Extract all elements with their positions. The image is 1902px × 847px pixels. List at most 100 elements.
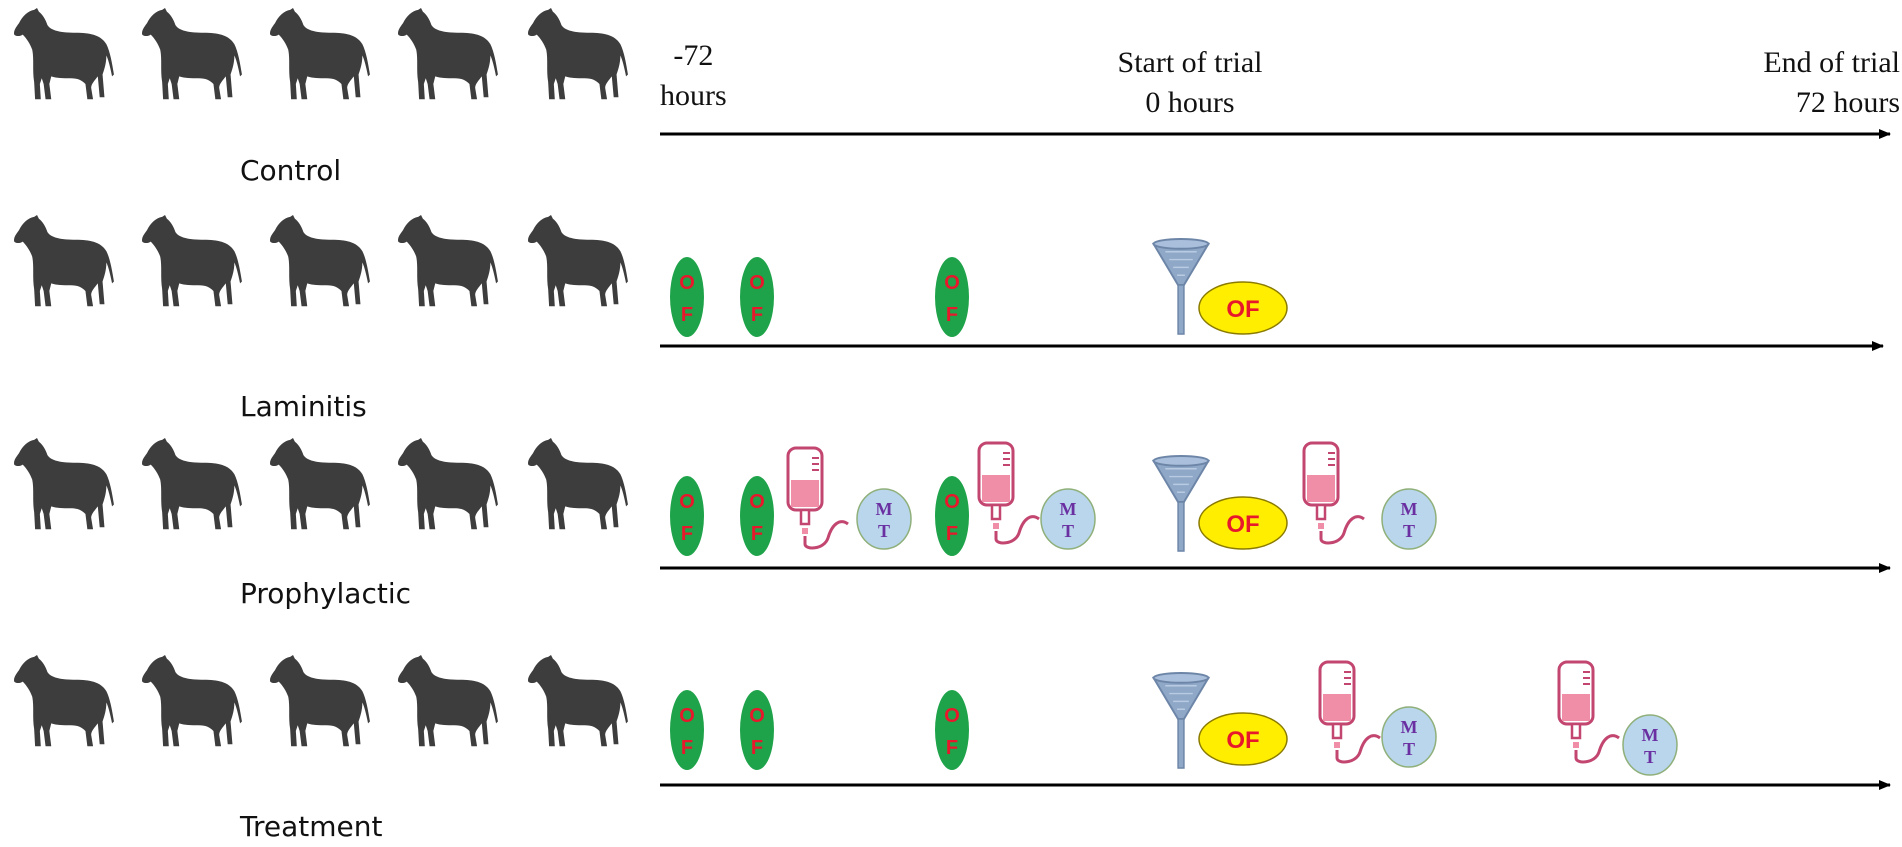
mt-letter-m: M xyxy=(1401,717,1418,737)
mt-circle xyxy=(1040,488,1096,550)
dose-label: OF xyxy=(1226,296,1259,323)
pill-icon: OF xyxy=(935,257,969,337)
pill-body xyxy=(670,690,704,770)
horse-icon xyxy=(528,655,628,747)
timeline-mid-line1: Start of trial xyxy=(1117,46,1263,79)
pill-icon: OF xyxy=(935,690,969,770)
group-label-control: Control xyxy=(240,154,342,187)
pill-body xyxy=(740,476,774,556)
pill-letter-o: O xyxy=(944,491,960,513)
horse-icon xyxy=(142,438,242,530)
pill-letter-o: O xyxy=(944,705,960,727)
pill-letter-o: O xyxy=(749,491,765,513)
horse-icon xyxy=(270,438,370,530)
pill-letter-f: F xyxy=(751,737,763,759)
mt-letter-m: M xyxy=(1642,725,1659,745)
mt-letter-t: T xyxy=(1403,739,1415,759)
horse-icon xyxy=(270,8,370,100)
iv-bag-icon xyxy=(977,441,1041,545)
pill-letter-o: O xyxy=(749,705,765,727)
horse-icon xyxy=(142,655,242,747)
mt-marker: MT xyxy=(1381,706,1437,768)
dose-label: OF xyxy=(1226,727,1259,754)
pill-body xyxy=(935,690,969,770)
timeline-start-label: -72 hours xyxy=(660,36,727,116)
pill-icon: OF xyxy=(740,257,774,337)
horse-icon xyxy=(14,438,114,530)
pill-icon: OF xyxy=(670,690,704,770)
pill-letter-f: F xyxy=(946,737,958,759)
mt-circle xyxy=(1381,488,1437,550)
mt-marker: MT xyxy=(1622,714,1678,776)
pill-icon: OF xyxy=(670,476,704,556)
mt-circle xyxy=(856,488,912,550)
horse-icon xyxy=(14,8,114,100)
horse-icon xyxy=(398,655,498,747)
pill-letter-o: O xyxy=(679,705,695,727)
horse-icon xyxy=(398,438,498,530)
dose-ellipse xyxy=(1198,712,1288,766)
pill-letter-f: F xyxy=(681,523,693,545)
pill-letter-o: O xyxy=(679,272,695,294)
funnel-icon xyxy=(1152,238,1210,336)
mt-marker: MT xyxy=(1381,488,1437,550)
pill-body xyxy=(740,257,774,337)
iv-bag-icon xyxy=(786,446,850,550)
mt-letter-m: M xyxy=(1060,499,1077,519)
pill-letter-f: F xyxy=(751,304,763,326)
pill-letter-o: O xyxy=(679,491,695,513)
mt-letter-t: T xyxy=(1403,521,1415,541)
dose-ellipse xyxy=(1198,281,1288,335)
horse-icon xyxy=(142,215,242,307)
group-label-laminitis: Laminitis xyxy=(240,390,367,423)
pill-icon: OF xyxy=(935,476,969,556)
pill-letter-f: F xyxy=(681,737,693,759)
pill-body xyxy=(740,690,774,770)
pill-body xyxy=(670,476,704,556)
horse-icon xyxy=(528,438,628,530)
mt-marker: MT xyxy=(856,488,912,550)
timeline-start-line1: -72 xyxy=(673,39,714,72)
timeline-mid-label: Start of trial 0 hours xyxy=(1080,43,1300,123)
timeline-mid-line2: 0 hours xyxy=(1145,86,1235,119)
mt-circle xyxy=(1622,714,1678,776)
mt-letter-t: T xyxy=(878,521,890,541)
funnel-icon xyxy=(1152,455,1210,553)
pill-letter-o: O xyxy=(944,272,960,294)
timeline-end-line2: 72 hours xyxy=(1795,86,1900,119)
mt-letter-t: T xyxy=(1062,521,1074,541)
oligofructose-dose: OF xyxy=(1198,712,1288,766)
horse-icon xyxy=(398,8,498,100)
funnel-icon xyxy=(1152,672,1210,770)
oligofructose-dose: OF xyxy=(1198,496,1288,550)
pill-body xyxy=(935,476,969,556)
dose-label: OF xyxy=(1226,511,1259,538)
horse-icon xyxy=(528,8,628,100)
pill-letter-o: O xyxy=(749,272,765,294)
horse-icon xyxy=(14,655,114,747)
dose-ellipse xyxy=(1198,496,1288,550)
pill-icon: OF xyxy=(740,690,774,770)
mt-letter-m: M xyxy=(1401,499,1418,519)
pill-letter-f: F xyxy=(751,523,763,545)
pill-icon: OF xyxy=(740,476,774,556)
mt-letter-m: M xyxy=(876,499,893,519)
oligofructose-dose: OF xyxy=(1198,281,1288,335)
horse-icon xyxy=(398,215,498,307)
pill-letter-f: F xyxy=(946,523,958,545)
group-label-prophylactic: Prophylactic xyxy=(240,577,411,610)
pill-body xyxy=(670,257,704,337)
mt-letter-t: T xyxy=(1644,747,1656,767)
horse-icon xyxy=(14,215,114,307)
iv-bag-icon xyxy=(1318,660,1382,764)
pill-body xyxy=(935,257,969,337)
pill-letter-f: F xyxy=(946,304,958,326)
mt-marker: MT xyxy=(1040,488,1096,550)
iv-bag-icon xyxy=(1557,660,1621,764)
horse-icon xyxy=(142,8,242,100)
mt-circle xyxy=(1381,706,1437,768)
iv-bag-icon xyxy=(1302,441,1366,545)
timeline-end-line1: End of trial xyxy=(1763,46,1900,79)
pill-letter-f: F xyxy=(681,304,693,326)
pill-icon: OF xyxy=(670,257,704,337)
